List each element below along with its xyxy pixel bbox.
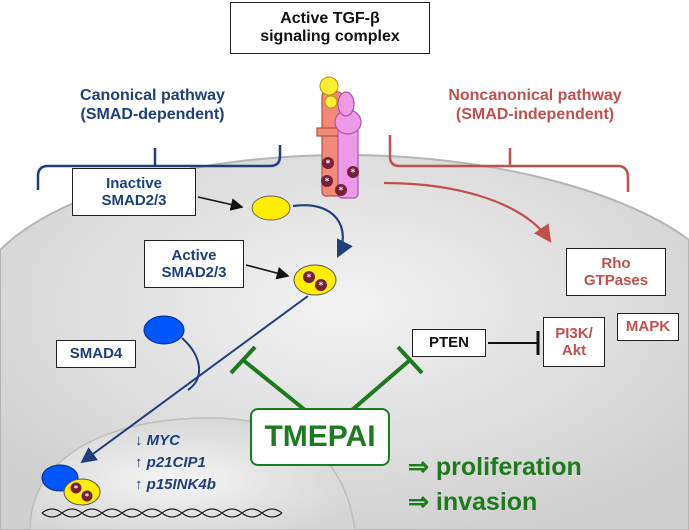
canonical-line2: (SMAD-dependent)	[80, 106, 225, 124]
rho-line2: GTPases	[583, 272, 649, 289]
gene-p21: ↑ p21CIP1	[135, 453, 206, 471]
canonical-bracket	[36, 145, 282, 190]
tmepai-inhibition-lines	[229, 345, 424, 412]
title-line1: Active TGF-β	[280, 9, 380, 27]
active-smad-line2: SMAD2/3	[161, 264, 227, 281]
active-smad-line1: Active	[171, 246, 217, 264]
svg-text:*: *	[351, 168, 356, 178]
noncanonical-line2: (SMAD-independent)	[455, 106, 615, 124]
svg-text:*: *	[74, 484, 79, 493]
inactive-smad-ellipse	[251, 195, 291, 221]
pi3k-line2: Akt	[561, 342, 587, 359]
mapk-label: MAPK	[625, 318, 671, 336]
svg-text:*: *	[319, 281, 324, 291]
dna-icon	[41, 508, 283, 518]
smad4-label: SMAD4	[69, 345, 123, 363]
noncanonical-line1: Noncanonical pathway	[448, 87, 622, 104]
svg-text:*: *	[325, 177, 330, 187]
svg-text:*: *	[326, 159, 331, 169]
svg-text:*: *	[307, 273, 312, 283]
pi3k-line1: PI3K/	[555, 324, 593, 342]
rho-gtpases-box: Rho GTPases	[566, 248, 666, 296]
active-smad-complex-icon: **	[293, 264, 337, 296]
outcome-proliferation: ⇒ proliferation	[408, 453, 582, 481]
outcomes-list: ⇒ proliferation ⇒ invasion	[408, 450, 582, 520]
smad4-box: SMAD4	[56, 340, 136, 368]
gene-myc: ↓ MYC	[135, 432, 180, 449]
noncanonical-arrow	[383, 181, 552, 243]
mapk-box: MAPK	[617, 313, 679, 341]
tmepai-box: TMEPAI	[250, 408, 390, 466]
nuclear-smad-complex-icon: **	[41, 464, 101, 506]
inactive-smad-box: Inactive SMAD2/3	[72, 168, 196, 216]
outcome-invasion: ⇒ invasion	[408, 488, 538, 516]
smad4-ellipse	[143, 315, 185, 345]
tgf-beta-receptor-icon: * * * *	[316, 76, 362, 199]
pten-label: PTEN	[428, 334, 469, 352]
title-line2: signaling complex	[260, 28, 400, 45]
target-genes-list: ↓ MYC ↑ p21CIP1 ↑ p15INK4b	[135, 430, 216, 495]
gene-p15: ↑ p15INK4b	[135, 475, 216, 493]
tmepai-label: TMEPAI	[264, 419, 376, 453]
svg-text:*: *	[85, 492, 90, 501]
canonical-line1: Canonical pathway	[80, 87, 225, 104]
tgf-beta-complex-label: Active TGF-β signaling complex	[230, 2, 430, 54]
inactive-smad-line1: Inactive	[106, 174, 162, 192]
inactive-smad-line2: SMAD2/3	[101, 192, 167, 209]
svg-text:*: *	[339, 186, 344, 196]
rho-line1: Rho	[601, 254, 631, 272]
pi3k-akt-box: PI3K/ Akt	[543, 317, 605, 367]
canonical-pathway-label: Canonical pathway (SMAD-dependent)	[20, 86, 285, 124]
pten-box: PTEN	[412, 329, 486, 357]
active-smad-box: Active SMAD2/3	[144, 240, 244, 288]
noncanonical-pathway-label: Noncanonical pathway (SMAD-independent)	[400, 86, 670, 124]
